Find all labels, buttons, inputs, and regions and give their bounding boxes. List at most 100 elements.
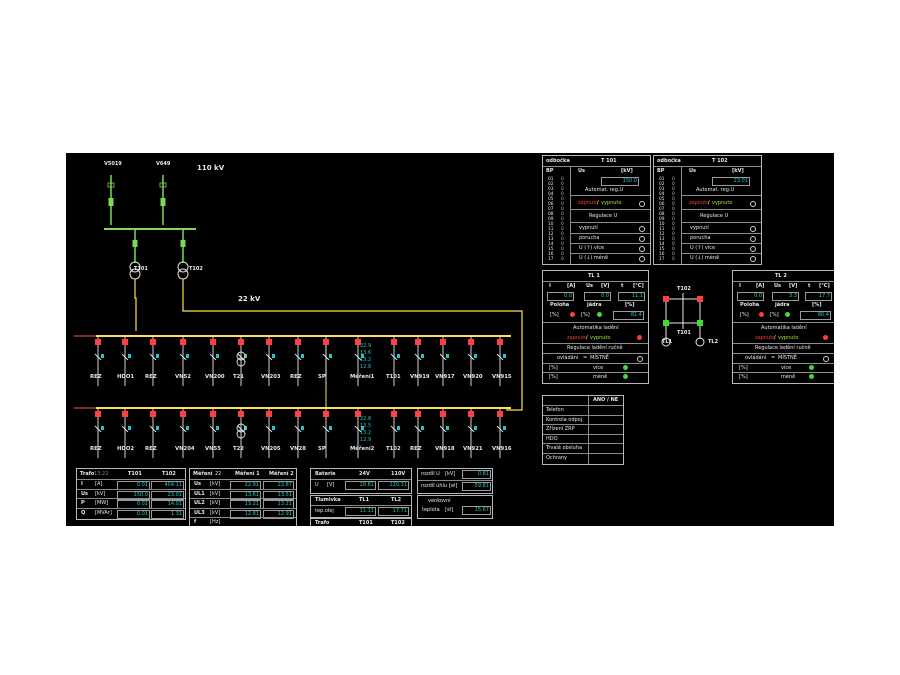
trafo-row-label: Q (81, 509, 86, 516)
trafo2-title: Trafo (315, 520, 330, 526)
us-value: 23.01 (712, 177, 750, 186)
ovladani-indicator[interactable] (637, 356, 643, 362)
mene-button[interactable] (809, 374, 814, 379)
vice-unit: [%] (739, 365, 748, 371)
bay-breaker (391, 411, 397, 417)
tl1-vypnuto: vypnuto (590, 335, 611, 341)
bay-breaker (415, 411, 421, 417)
trafo2-table: Trafo T101 T102 (310, 517, 412, 526)
mereni2-value: 12.91 (263, 509, 294, 519)
feeder-label: Měření2 (350, 446, 375, 452)
bp-state: 0 (672, 257, 675, 262)
poloha-label: Poloha (740, 302, 760, 308)
bay-disconnector (179, 425, 187, 433)
regulace-label: Regulace U (589, 213, 618, 219)
tlumivka-title: Tlumivka (315, 497, 341, 503)
mini-breaker-red (663, 296, 669, 302)
mereni-row-unit: [kV] (210, 500, 221, 506)
ovladani-indicator[interactable] (823, 356, 829, 362)
bay-meter (301, 354, 304, 358)
bay-disconnector (354, 425, 362, 433)
porucha-indicator[interactable] (750, 236, 756, 242)
bay-breaker (440, 411, 446, 417)
mene-indicator[interactable] (750, 256, 756, 262)
regulace-label: Regulace U (700, 213, 729, 219)
bay-meter (301, 426, 304, 430)
bay-disconnector (149, 353, 157, 361)
row-vice: U (↑) více (690, 245, 716, 251)
auto-reg-indicator[interactable] (750, 201, 756, 207)
col-tl2: TL2 (391, 497, 402, 503)
vypnuti-indicator[interactable] (750, 226, 756, 232)
vice-button[interactable] (809, 365, 814, 370)
bay-meter (156, 426, 159, 430)
mene-label: méně (593, 374, 608, 380)
poloha-unit: [%] (740, 312, 749, 318)
trafo2-col-t101: T101 (359, 520, 373, 526)
mini-t102-label: T102 (677, 286, 691, 292)
rozdil-u-unit: [kV] (445, 471, 456, 477)
bay-disconnector (121, 425, 129, 433)
bp-number: 09 (548, 217, 554, 222)
bay-meter (244, 426, 247, 430)
t102-lead (182, 279, 523, 411)
vice-indicator[interactable] (639, 246, 645, 252)
mene-button[interactable] (623, 374, 628, 379)
mereni2-value: 22.87 (263, 481, 294, 490)
mene-label: méně (781, 374, 796, 380)
bay-disconnector (414, 425, 422, 433)
col-110v: 110V (391, 471, 406, 477)
tl1-auto-indicator[interactable] (637, 335, 642, 340)
aux-transformer (236, 429, 246, 439)
bay-disconnector (179, 353, 187, 361)
bp-state: 0 (561, 187, 564, 192)
bus2-measure-4: 12.9 (360, 437, 372, 443)
feeder-label: VN204 (175, 446, 195, 452)
tl2-auto-indicator[interactable] (823, 335, 828, 340)
bp-state: 0 (561, 197, 564, 202)
feeder-label: VN920 (463, 374, 483, 380)
vypnuti-indicator[interactable] (639, 226, 645, 232)
row-porucha: porucha (579, 235, 600, 241)
status-row-label: Ochrany (546, 454, 568, 461)
feeder-label: REZ (410, 446, 422, 452)
teplota-label: teplota (422, 507, 440, 513)
us-header: Us (689, 168, 697, 174)
zapnuto-label: zapnuto (578, 200, 599, 206)
mene-indicator[interactable] (639, 256, 645, 262)
row-mene: U (↓) méně (579, 255, 609, 261)
mereni-row-label: UL2 (194, 500, 205, 506)
bp-number: 10 (548, 222, 554, 227)
row-mene: U (↓) méně (690, 255, 720, 261)
rozdil-uhlu-label: rozdíl úhlu (421, 483, 448, 489)
mini-breaker-red (697, 296, 703, 302)
vice-indicator[interactable] (750, 246, 756, 252)
trafo-row-unit: [A] (95, 481, 103, 487)
trafo-t101-value: 0.01 (117, 500, 150, 509)
odbocka-title: odbočka (546, 158, 570, 164)
bp-number: 07 (548, 207, 554, 212)
tl1-panel: TL 1 I [A] Us [V] t [°C] 0.0 0.0 11.1 Po… (542, 270, 649, 384)
feeder-label: VN200 (205, 374, 225, 380)
feeder-label: SP (318, 374, 326, 380)
mereni1-value: 13.21 (230, 500, 261, 509)
transformer-winding (177, 261, 189, 273)
auto-reg-indicator[interactable] (639, 201, 645, 207)
mereni-row-unit: [kV] (210, 481, 221, 487)
bay-disconnector (237, 425, 245, 433)
trafo-t102-value: 1.31 (151, 509, 184, 519)
bay-meter (216, 426, 219, 430)
bay-meter (156, 354, 159, 358)
feeder-label: VN916 (492, 446, 512, 452)
tep-olej-label: tep.olej (315, 508, 334, 514)
tl1-temp: 11.1 (618, 292, 645, 301)
bay-meter (272, 426, 275, 430)
tl2-oil-temp: 17.71 (378, 507, 409, 516)
bp-number: 10 (659, 222, 665, 227)
vice-button[interactable] (623, 365, 628, 370)
mereni2-value: 13.21 (263, 500, 294, 509)
bp-header: BP (546, 168, 554, 174)
porucha-indicator[interactable] (639, 236, 645, 242)
bay-disconnector (467, 353, 475, 361)
